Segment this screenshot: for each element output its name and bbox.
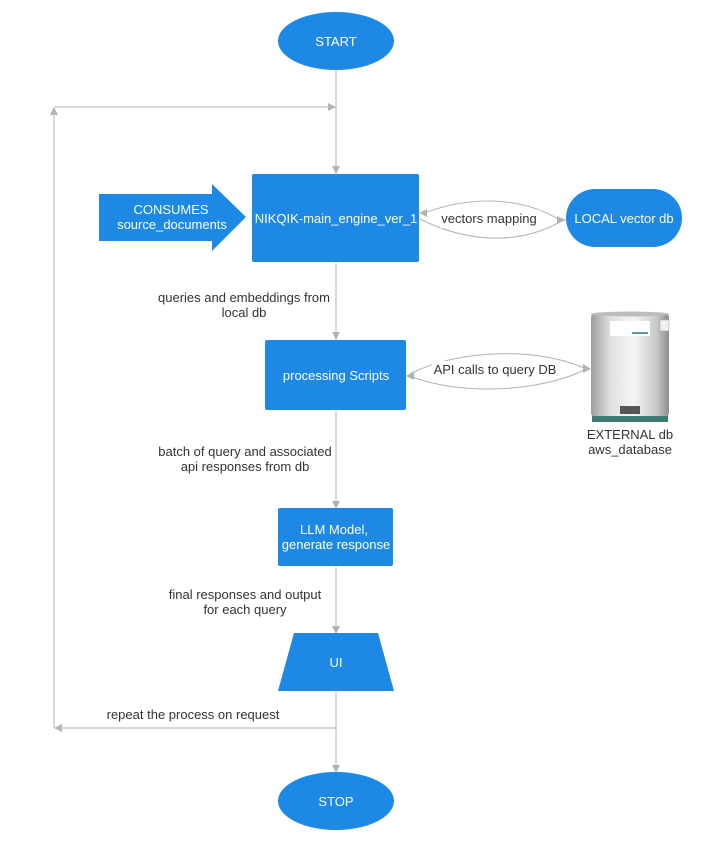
main-engine-node: NIKQIK-main_engine_ver_1	[252, 174, 419, 262]
stop-node: STOP	[278, 772, 394, 830]
batch-label-line1: batch of query and associated	[158, 444, 331, 459]
edge-vectors-mapping	[419, 200, 566, 239]
edge-api-calls	[406, 353, 591, 390]
batch-label-line2: api responses from db	[181, 459, 310, 474]
stop-label: STOP	[318, 794, 353, 809]
start-node: START	[278, 12, 394, 70]
edge-llm-to-ui	[332, 567, 340, 634]
final-label-line2: for each query	[203, 602, 287, 617]
edge-engine-to-processing	[332, 263, 340, 340]
edge-repeat-loop	[50, 103, 340, 773]
external-db-label-line2: aws_database	[588, 442, 672, 457]
local-db-node: LOCAL vector db	[566, 189, 682, 247]
llm-node: LLM Model, generate response	[278, 508, 393, 566]
vectors-mapping-label: vectors mapping	[441, 211, 536, 226]
ui-label: UI	[330, 655, 343, 670]
final-label-line1: final responses and output	[169, 587, 322, 602]
local-db-label: LOCAL vector db	[574, 211, 673, 226]
queries-label-line1: queries and embeddings from	[158, 290, 330, 305]
database-server-icon	[591, 311, 670, 422]
consumes-node: CONSUMES source_documents	[99, 184, 246, 251]
repeat-label: repeat the process on request	[107, 707, 280, 722]
consumes-label-line1: CONSUMES	[133, 202, 208, 217]
processing-label: processing Scripts	[283, 368, 390, 383]
consumes-label-line2: source_documents	[117, 217, 227, 232]
processing-node: processing Scripts	[265, 340, 406, 410]
llm-label-line2: generate response	[282, 537, 390, 552]
api-calls-label: API calls to query DB	[434, 362, 557, 377]
edge-processing-to-llm	[332, 411, 340, 509]
queries-label-line2: local db	[222, 305, 267, 320]
edge-start-to-engine	[332, 70, 340, 174]
ui-node: UI	[278, 633, 394, 691]
start-label: START	[315, 34, 356, 49]
external-db-label-line1: EXTERNAL db	[587, 427, 673, 442]
llm-label-line1: LLM Model,	[300, 522, 368, 537]
main-engine-label: NIKQIK-main_engine_ver_1	[255, 211, 418, 226]
